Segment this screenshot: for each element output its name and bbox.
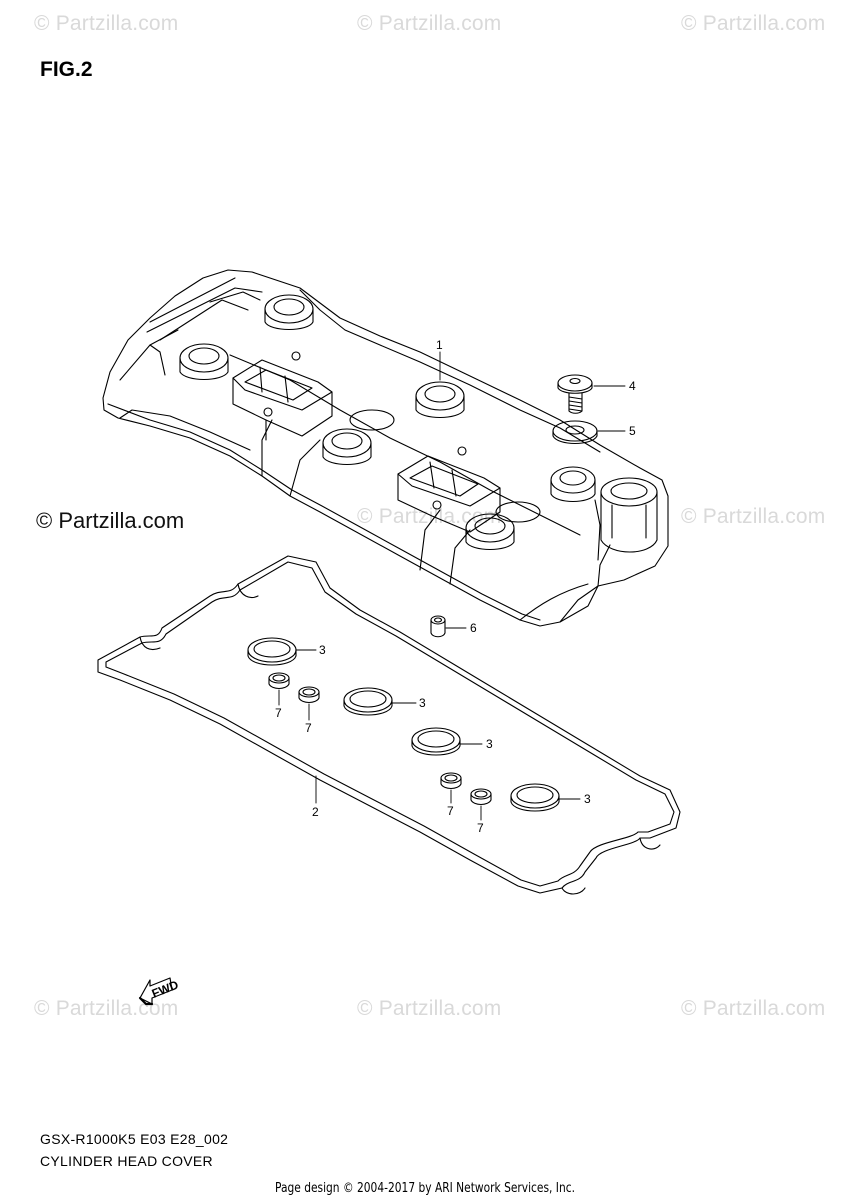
plug-seal-2[interactable] [343, 687, 393, 716]
small-seal-1[interactable] [268, 672, 290, 690]
dowel-part-6[interactable] [430, 615, 446, 638]
callout-6: 6 [470, 621, 477, 635]
copyright-text: © Partzilla.com [36, 508, 185, 533]
callout-3: 3 [319, 643, 326, 657]
watermark: © Partzilla.com [357, 12, 502, 35]
figure-title: FIG.2 [40, 58, 93, 81]
diagram-code: GSX-R1000K5 E03 E28_002 [40, 1131, 229, 1147]
callout-7: 7 [275, 706, 282, 720]
forward-arrow-icon: FWD [138, 977, 181, 1006]
callout-7: 7 [477, 821, 484, 835]
page-credit: Page design © 2004-2017 by ARI Network S… [275, 1181, 575, 1196]
small-seal-4[interactable] [470, 788, 492, 806]
cylinder-head-cover[interactable] [102, 269, 669, 627]
washer-part-5[interactable] [552, 420, 598, 445]
small-seal-2[interactable] [298, 686, 320, 704]
leader-lines [278, 351, 626, 821]
watermark: © Partzilla.com [357, 505, 502, 528]
watermark: © Partzilla.com [34, 12, 179, 35]
watermark: © Partzilla.com [357, 997, 502, 1020]
callout-3: 3 [486, 737, 493, 751]
watermark: © Partzilla.com [681, 12, 826, 35]
diagram-caption: CYLINDER HEAD COVER [40, 1153, 213, 1169]
callout-4: 4 [629, 379, 636, 393]
bolt-part-4[interactable] [557, 374, 593, 414]
callout-1: 1 [436, 338, 443, 352]
callout-2: 2 [312, 805, 319, 819]
plug-seal-1[interactable] [247, 637, 297, 666]
small-seal-3[interactable] [440, 772, 462, 790]
callout-3: 3 [419, 696, 426, 710]
cover-gasket[interactable] [97, 555, 681, 895]
fwd-label: FWD [150, 977, 181, 1000]
plug-seal-4[interactable] [510, 783, 560, 812]
plug-seal-3[interactable] [411, 727, 461, 756]
watermark: © Partzilla.com [34, 997, 179, 1020]
watermark: © Partzilla.com [681, 997, 826, 1020]
callout-3: 3 [584, 792, 591, 806]
callout-7: 7 [447, 804, 454, 818]
callout-7: 7 [305, 721, 312, 735]
watermark: © Partzilla.com [681, 505, 826, 528]
callout-5: 5 [629, 424, 636, 438]
